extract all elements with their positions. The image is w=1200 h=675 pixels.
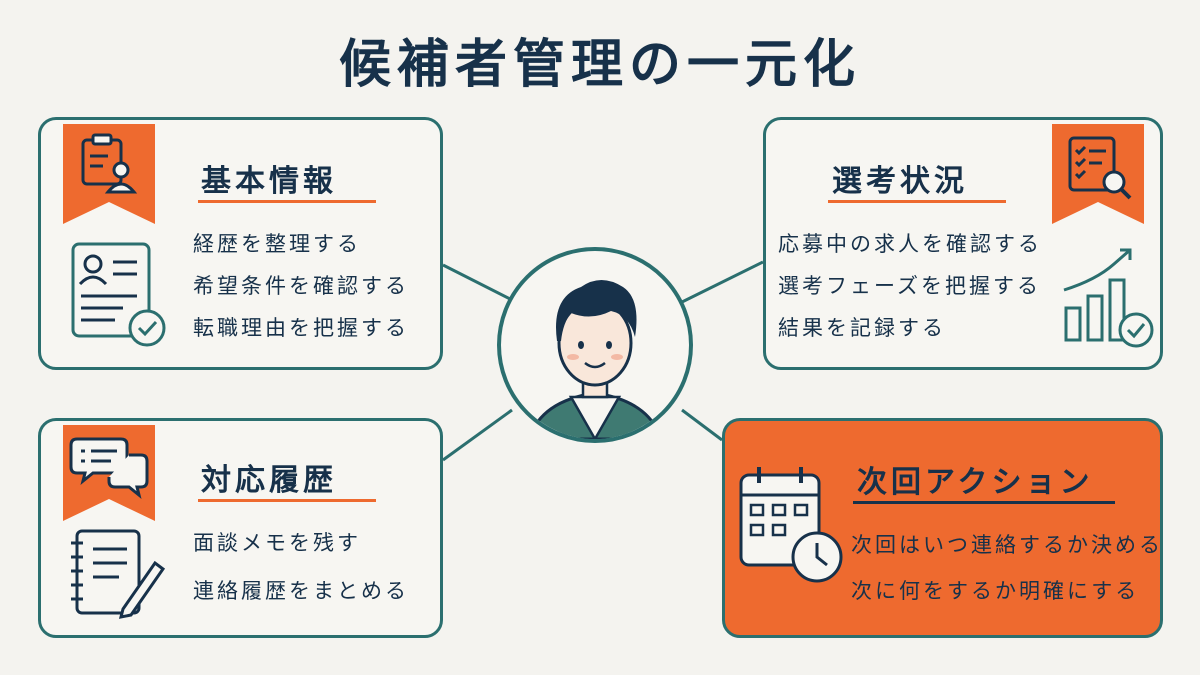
card-title-history: 対応履歴 [201,463,337,498]
connector-basic [442,263,513,302]
connector-history [442,408,513,462]
card-item: 応募中の求人を確認する [778,232,1042,256]
notepad-pencil-icon [71,529,166,619]
card-next-action: 次回アクション 次回はいつ連絡するか決める 次に何をするか明確にする [722,418,1163,638]
card-item: 面談メモを残す [193,531,361,555]
connector-selection [681,260,764,304]
card-item: 選考フェーズを把握する [778,274,1041,298]
card-title-basic: 基本情報 [201,164,337,199]
chat-bubbles-icon [63,425,155,521]
card-item: 結果を記録する [778,316,946,340]
card-item: 経歴を整理する [193,232,361,256]
calendar-clock-icon [739,467,843,583]
card-title-selection: 選考状況 [832,164,968,199]
page-title: 候補者管理の一元化 [338,35,861,95]
card-item: 希望条件を確認する [193,274,409,298]
card-title-next: 次回アクション [857,465,1094,500]
title-underline [198,499,376,502]
title-underline [198,200,376,203]
candidate-avatar-icon [497,247,693,443]
card-history: 対応履歴 面談メモを残す 連絡履歴をまとめる [38,418,443,638]
clipboard-person-icon [63,124,155,224]
person-illustration [527,280,663,439]
card-item: 次回はいつ連絡するか決める [851,533,1163,557]
title-underline [853,501,1115,504]
title-underline [828,200,1006,203]
card-item: 連絡履歴をまとめる [193,579,409,603]
checklist-magnifier-icon [1052,124,1144,224]
card-basic-info: 基本情報 経歴を整理する 希望条件を確認する 転職理由を把握する [38,117,443,370]
card-selection-status: 選考状況 応募中の求人を確認する 選考フェーズを把握する 結果を記録する [763,117,1163,370]
card-item: 次に何をするか明確にする [851,579,1140,603]
profile-card-check-icon [71,242,166,347]
connector-next [681,408,723,442]
bar-chart-check-icon [1063,248,1154,348]
card-item: 転職理由を把握する [193,316,409,340]
